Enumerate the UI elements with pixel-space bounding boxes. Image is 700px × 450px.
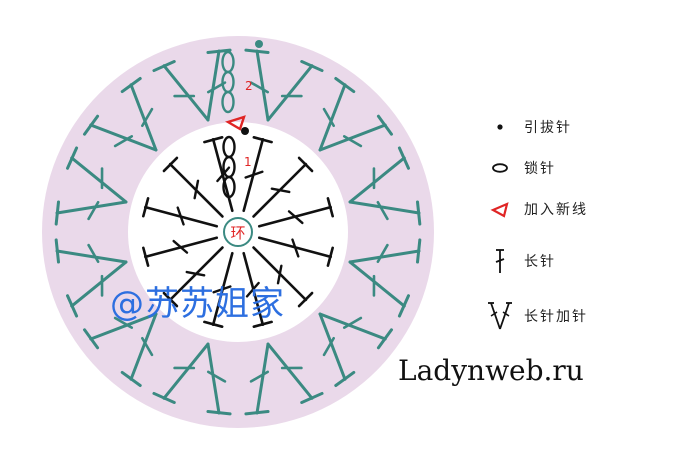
center-magic-ring [223, 217, 253, 247]
round-1-label: 1 [244, 155, 252, 169]
legend-item-chain: 锁针 [480, 153, 680, 183]
round-2-dc-increase [152, 48, 232, 122]
round-2-dc-increase [318, 312, 393, 387]
legend-label: 长针加针 [524, 309, 588, 325]
starting-chains [221, 50, 236, 199]
round-2-dc-increase [54, 238, 128, 318]
double-crochet-icon [480, 246, 520, 276]
slip-stitch-dot-round1 [241, 127, 249, 135]
round-2-dc-increase [83, 77, 158, 152]
chain-stitch [221, 90, 235, 114]
legend-item-dc-increase: 长针加针 [480, 301, 680, 331]
round-1-double-crochet [252, 156, 314, 218]
round-1-stitches [142, 136, 334, 328]
round-1-double-crochet [203, 251, 234, 328]
round-1-double-crochet [142, 236, 219, 267]
round-1-double-crochet [252, 246, 314, 308]
legend-label: 锁针 [524, 161, 556, 177]
red-triangle-icon [480, 194, 520, 224]
round-2-stitches [54, 48, 422, 416]
author-watermark: @苏苏姐家 [110, 284, 285, 324]
round-1-double-crochet [203, 136, 234, 213]
site-watermark: Ladynweb.ru [398, 354, 584, 387]
round-2-dc-increase [152, 342, 232, 416]
round-1-double-crochet [162, 246, 224, 308]
legend-label: 加入新线 [524, 202, 588, 218]
round-2-dc-increase [244, 342, 324, 416]
round-2-dc-increase [318, 77, 393, 152]
dc-increase-v-icon [480, 301, 520, 331]
round-2-dc-increase [348, 146, 422, 226]
legend-item-new-yarn: 加入新线 [480, 194, 680, 224]
new-yarn-triangle-icon [225, 115, 246, 131]
chain-stitch [222, 175, 236, 199]
slip-stitch-dot-round2 [255, 40, 263, 48]
round-1-double-crochet [257, 197, 334, 228]
round-1-double-crochet [242, 136, 273, 213]
legend-label: 长针 [524, 254, 556, 270]
round-2-label: 2 [245, 79, 253, 93]
slip-stitch-dot-icon [480, 112, 520, 142]
chain-oval-icon [480, 153, 520, 183]
legend-label: 引拔针 [524, 120, 572, 136]
round-1-double-crochet [242, 251, 273, 328]
round-1-double-crochet [142, 197, 219, 228]
legend-item-slip-stitch: 引拔针 [480, 112, 680, 142]
legend-item-double-crochet: 长针 [480, 246, 680, 276]
round-2-dc-increase [83, 312, 158, 387]
round-2-dc-increase [348, 238, 422, 318]
round-2-dc-increase [54, 146, 128, 226]
round-1-double-crochet [257, 236, 334, 267]
round-2-dc-increase [244, 48, 324, 122]
center-ring-label: 环 [230, 224, 245, 242]
round-1-double-crochet [162, 156, 224, 218]
